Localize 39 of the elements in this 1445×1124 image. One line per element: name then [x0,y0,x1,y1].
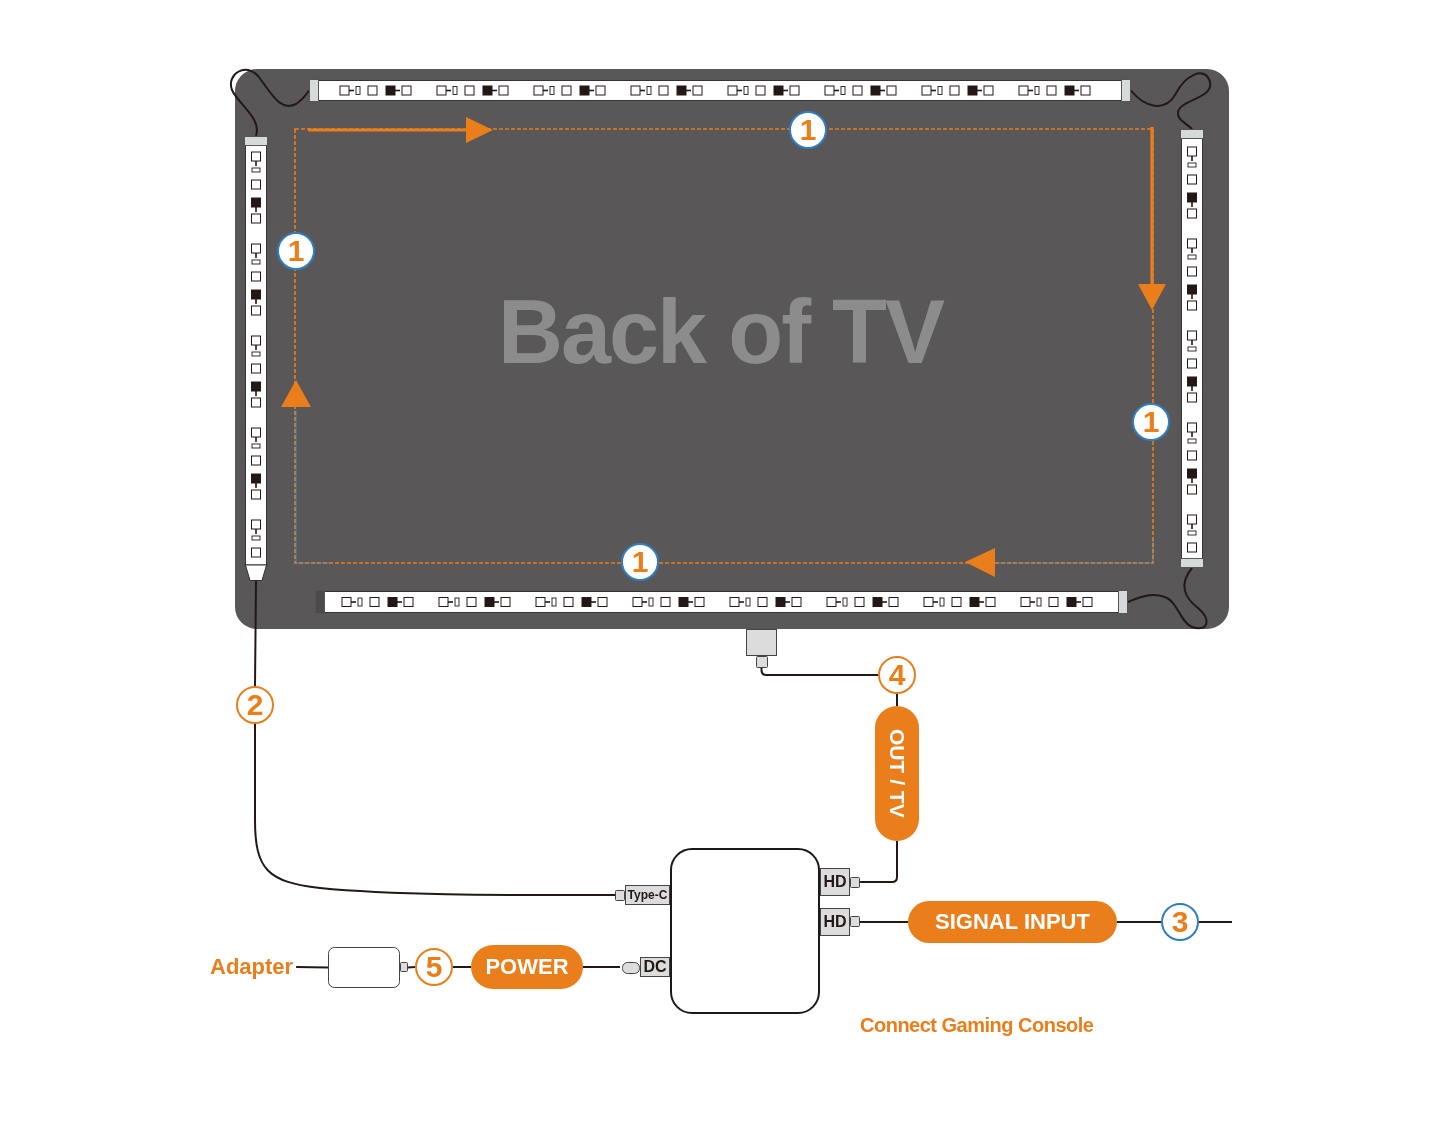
cable [254,723,616,897]
cable-label: OUT / TV [875,706,919,841]
callout-number: 1 [1132,403,1170,441]
led-strip [315,590,1128,614]
cable [230,68,310,137]
cable [407,966,416,969]
cable [896,693,898,707]
cable [1198,921,1233,923]
led-strip [244,136,268,581]
cable [1116,921,1162,923]
led-strip [309,79,1131,102]
controller-unit [670,848,820,1014]
tv-port [746,629,777,668]
cable [1130,72,1212,130]
cable [254,580,257,687]
cable [582,966,621,968]
note-text: Connect Gaming Console [860,1014,1094,1037]
callout-number: 5 [415,948,453,986]
callout-number: 2 [236,686,274,724]
callout-number: 3 [1161,903,1199,941]
cable-label: POWER [471,945,583,989]
port-connector: Type-C [615,885,670,905]
port-connector: HD [820,868,860,896]
power-adapter [328,947,408,988]
cable [452,966,472,968]
led-strip [1180,129,1204,568]
cable [859,840,898,883]
callout-number: 1 [789,111,827,149]
port-connector: HD [820,908,860,936]
port-connector: DC [620,957,670,977]
part-label: Adapter [210,953,294,981]
leader-line [295,966,329,969]
callout-number: 4 [878,656,916,694]
tv-back-panel [235,69,1229,629]
cable [859,921,909,923]
cable-label: SIGNAL INPUT [908,901,1117,943]
callout-number: 1 [621,543,659,581]
cable [1127,567,1208,630]
callout-number: 1 [277,232,315,270]
